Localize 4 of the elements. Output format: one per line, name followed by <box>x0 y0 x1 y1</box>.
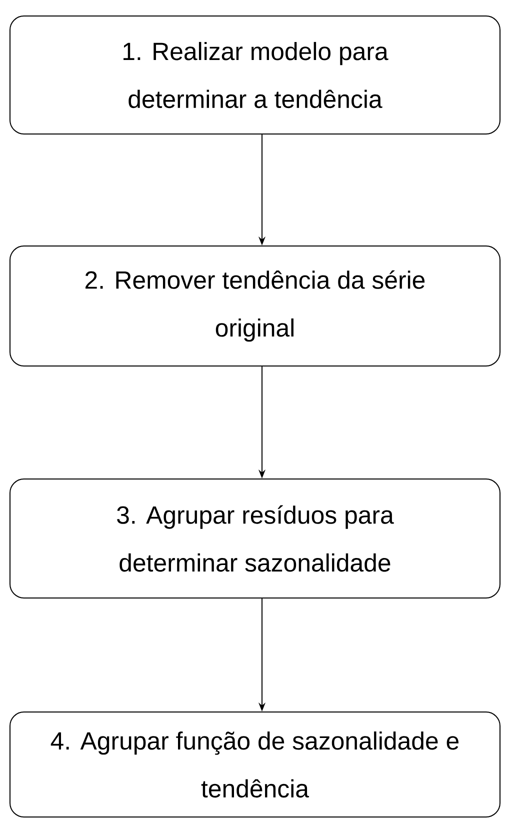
process-box: 4. Agrupar função de sazonalidade e tendência <box>10 712 500 818</box>
process-box: 1. Realizar modelo para determinar a tendência <box>10 16 500 134</box>
process-box: 3. Agrupar resíduos para determinar sazonalidade <box>10 478 500 598</box>
process-box: 2. Remover tendência da série original <box>10 246 500 366</box>
